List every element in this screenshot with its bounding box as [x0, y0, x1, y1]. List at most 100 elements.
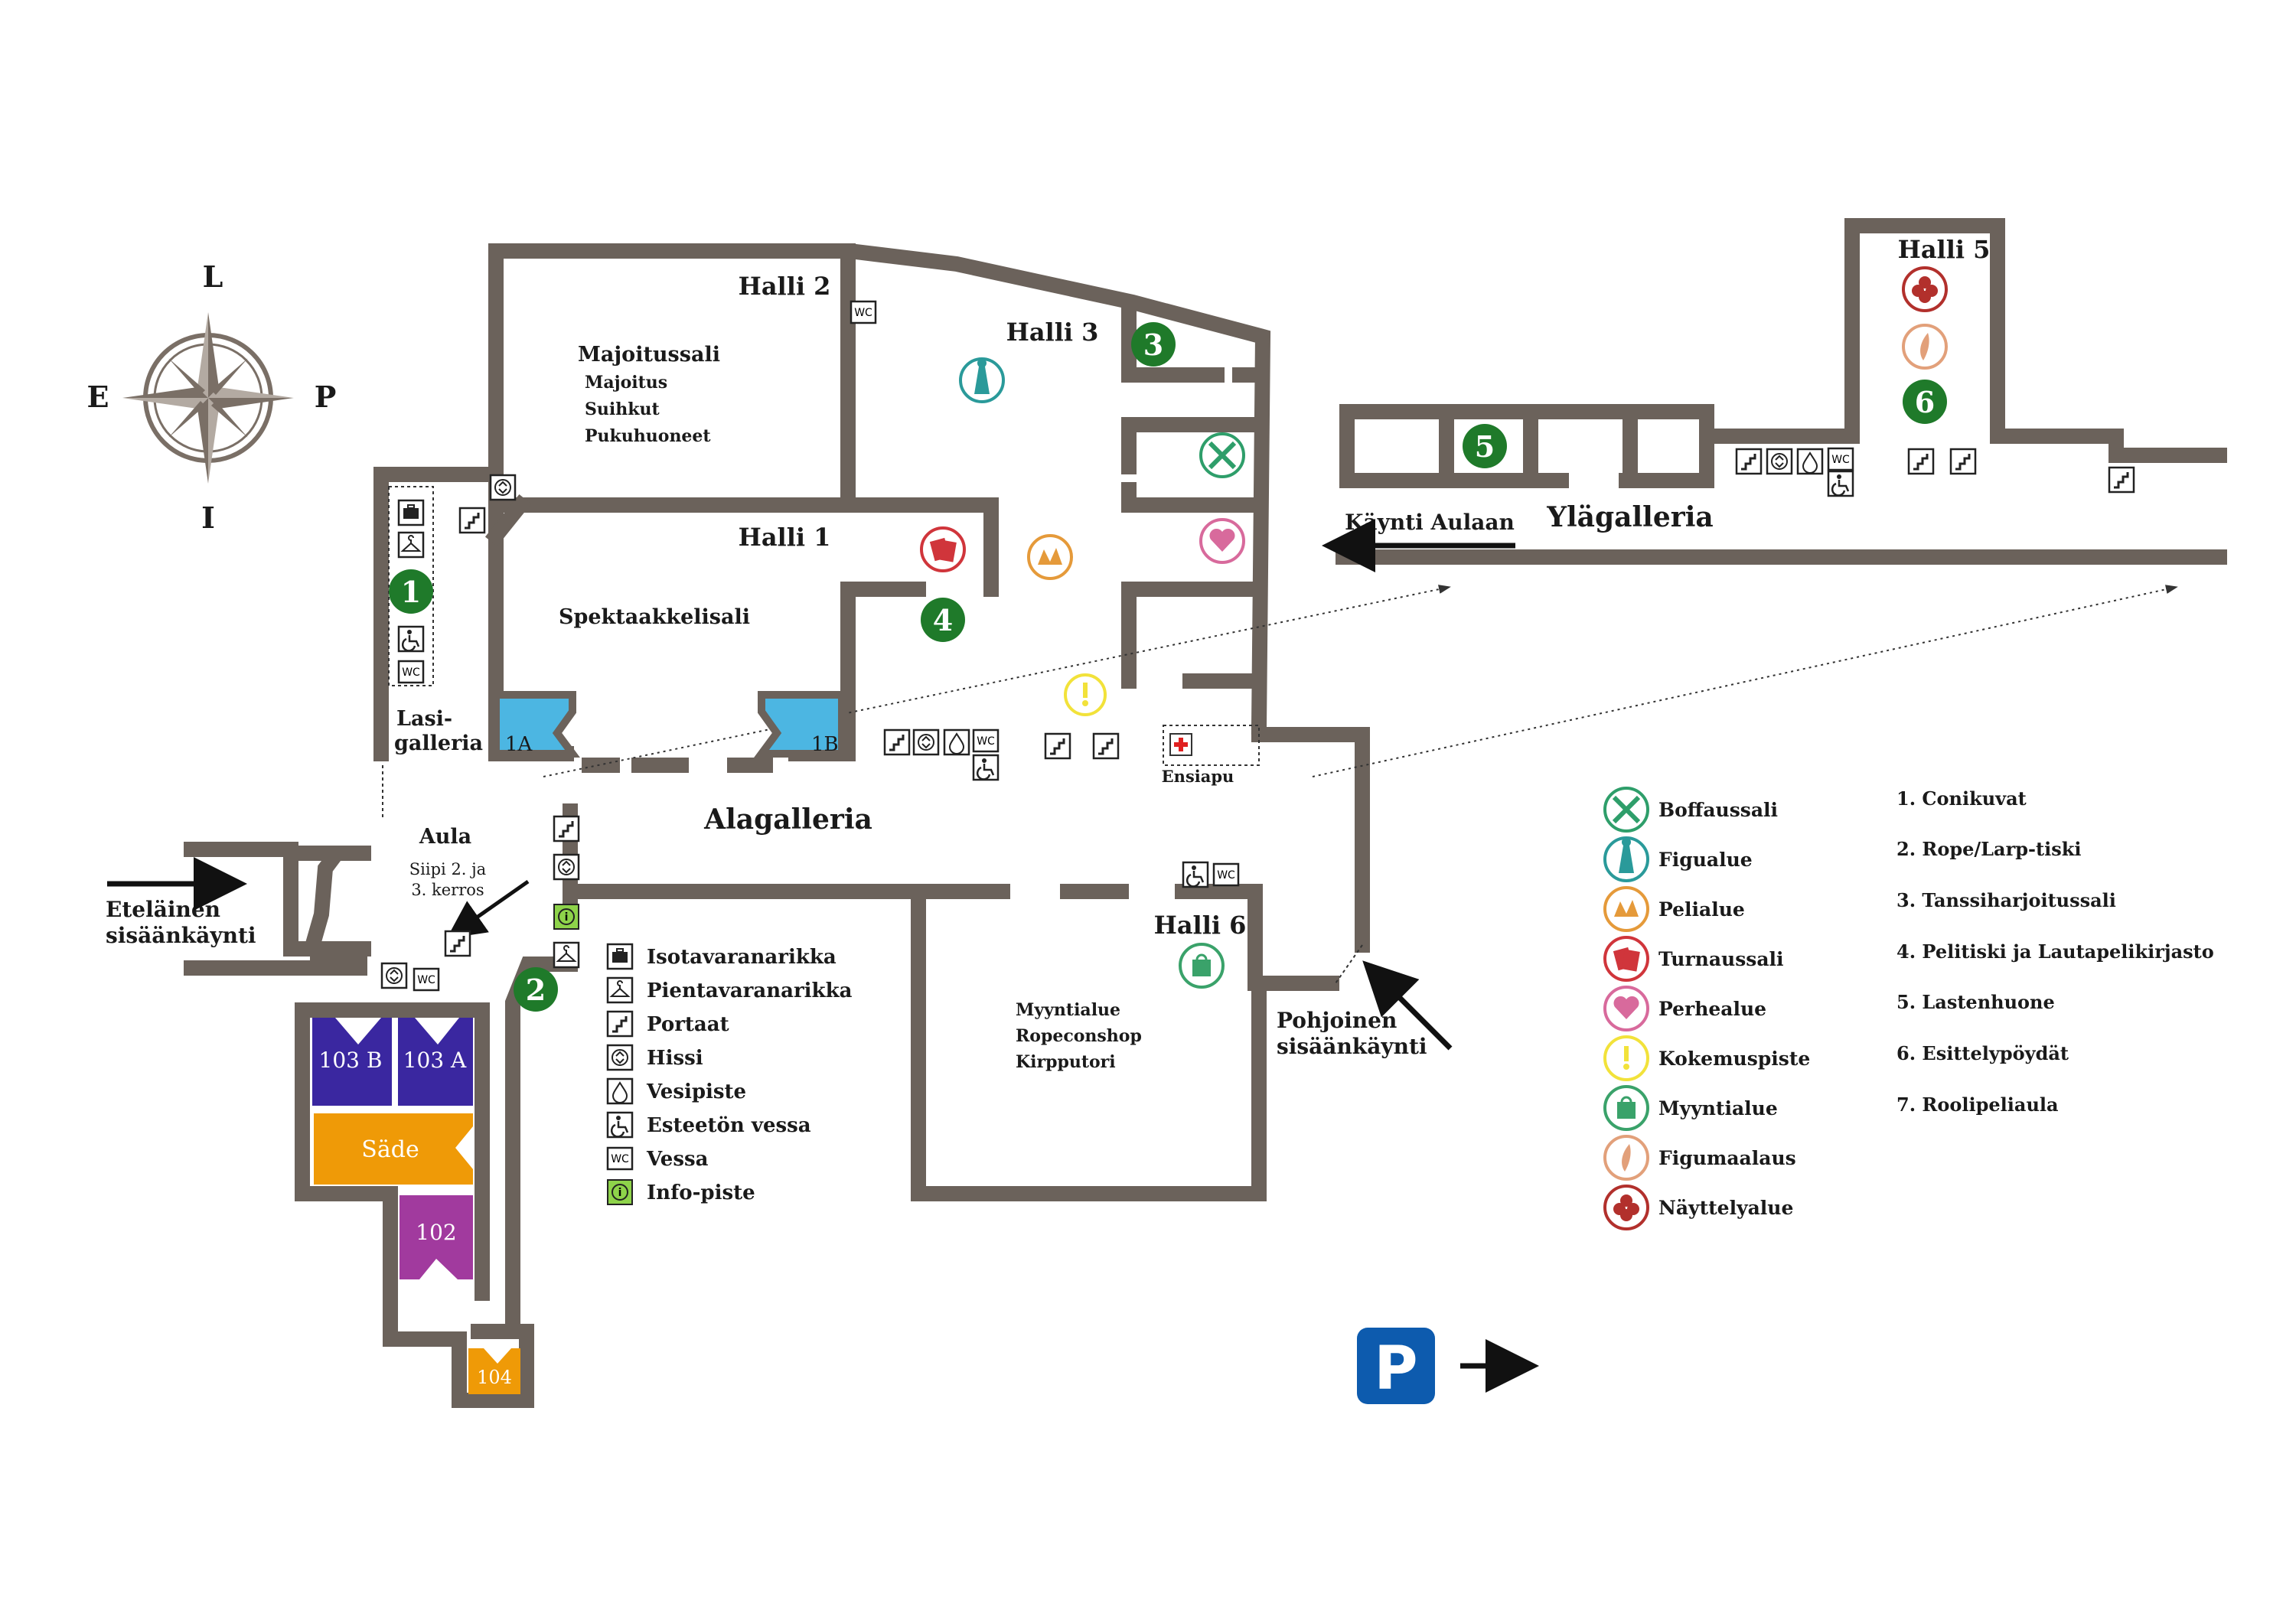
kokemuspiste-icon	[1603, 1035, 1649, 1081]
legend-label: Portaat	[647, 1013, 729, 1036]
stairs-icon	[444, 930, 471, 957]
room-1b-label: 1B	[811, 733, 839, 756]
halli-6-label: Halli 6	[1154, 911, 1247, 940]
legend-label: Isotavaranarikka	[647, 946, 837, 969]
room-1b[interactable]: 1B	[754, 691, 846, 758]
marker-5[interactable]: 5	[1463, 424, 1507, 468]
area-legend-label: Näyttelyalue	[1658, 1197, 1793, 1219]
hanger-icon	[397, 531, 425, 559]
wc-icon: WC	[413, 967, 440, 992]
majoitus-item: Suihkut	[585, 399, 660, 419]
wc-icon: WC	[1212, 862, 1240, 887]
room-104[interactable]: 104	[468, 1348, 520, 1394]
area-legend-label: Figumaalaus	[1658, 1147, 1796, 1169]
numbered-legend-item: 4. Pelitiski ja Lautapelikirjasto	[1896, 940, 2214, 963]
lasigalleria-label: Lasi-	[396, 707, 452, 731]
stairs-icon	[606, 1010, 634, 1038]
marker-1-label: 1	[401, 575, 421, 609]
hanger-icon	[553, 941, 580, 969]
wc-icon: WC	[972, 728, 1000, 753]
area-legend: Boffaussali Figualue Pelialue Turnaussal…	[1603, 787, 1810, 1230]
numbered-legend-item: 7. Roolipeliaula	[1896, 1093, 2059, 1116]
room-103b[interactable]: 103 B	[312, 1018, 392, 1106]
myyntialue-icon	[1603, 1085, 1649, 1131]
figualue-icon	[1603, 836, 1649, 882]
numbered-legend-item: 2. Rope/Larp-tiski	[1896, 838, 2081, 860]
wheelchair-icon	[972, 754, 1000, 781]
pelialue-icon	[1027, 534, 1073, 580]
halli6-item: Myyntialue	[1016, 1000, 1120, 1020]
boffaussali-icon	[1603, 787, 1649, 833]
stairs-icon	[553, 815, 580, 842]
wc-icon: WC	[397, 660, 425, 684]
area-legend-label: Kokemuspiste	[1658, 1048, 1810, 1070]
room-102-label: 102	[416, 1220, 456, 1245]
parking-label: P	[1374, 1335, 1417, 1403]
ensiapu-label: Ensiapu	[1162, 767, 1234, 786]
direction-arrows	[107, 519, 1539, 1393]
wc-icon: WC	[1827, 447, 1854, 471]
marker-2-label: 2	[526, 973, 546, 1007]
boffaussali-icon	[1199, 432, 1245, 478]
room-sade[interactable]: Säde	[314, 1113, 473, 1185]
etelainen-label: Eteläinen	[106, 897, 220, 922]
room-104-label: 104	[477, 1367, 512, 1388]
numbered-markers[interactable]: 1 2 3 4 5 6	[389, 322, 1947, 1012]
pohjoinen-label: sisäänkäynti	[1277, 1034, 1427, 1059]
stairs-icon	[883, 728, 911, 756]
svg-text:WC: WC	[611, 1153, 629, 1165]
info-icon: i	[553, 904, 579, 930]
room-102[interactable]: 102	[400, 1195, 473, 1279]
siipi-label: 3. kerros	[411, 881, 484, 899]
marker-5-label: 5	[1475, 429, 1495, 464]
stairs-icon	[1735, 448, 1763, 475]
stairs-icon	[1092, 732, 1120, 760]
luggage-icon	[606, 943, 634, 970]
area-icons	[920, 266, 1948, 989]
parking-sign[interactable]: P	[1357, 1328, 1435, 1404]
room-103a-label: 103 A	[403, 1048, 467, 1073]
svg-text:WC: WC	[402, 666, 420, 679]
perspective-lines	[543, 585, 2178, 777]
svg-text:WC: WC	[977, 735, 995, 748]
room-1a[interactable]: 1A	[492, 691, 580, 758]
wc-icon: WC	[606, 1146, 634, 1171]
turnaussali-icon	[920, 526, 966, 572]
marker-1[interactable]: 1	[389, 569, 433, 614]
area-legend-label: Pelialue	[1658, 898, 1745, 921]
walls	[184, 218, 2227, 1408]
luggage-icon	[397, 499, 425, 526]
room-103a[interactable]: 103 A	[398, 1018, 473, 1106]
marker-2[interactable]: 2	[514, 967, 558, 1012]
compass-rose-icon	[122, 312, 294, 484]
numbered-legend: 1. Conikuvat 2. Rope/Larp-tiski 3. Tanss…	[1896, 787, 2214, 1116]
naytyelyalue-icon	[1902, 266, 1948, 312]
svg-text:WC: WC	[854, 307, 872, 319]
halli-5-label: Halli 5	[1898, 235, 1991, 264]
pohjoinen-label: Pohjoinen	[1277, 1008, 1397, 1033]
numbered-legend-item: 5. Lastenhuone	[1896, 991, 2055, 1013]
room-103b-label: 103 B	[319, 1048, 383, 1073]
legend-label: Esteetön vessa	[647, 1114, 811, 1137]
marker-3-label: 3	[1143, 328, 1163, 362]
wc-icon: WC	[850, 300, 877, 324]
pelialue-icon	[1603, 886, 1649, 932]
legend-label: Vesipiste	[646, 1080, 746, 1103]
compass-west: E	[87, 380, 109, 414]
majoitus-item: Majoitus	[585, 373, 667, 393]
etelainen-label: sisäänkäynti	[106, 923, 256, 948]
svg-text:i: i	[565, 911, 569, 924]
marker-4[interactable]: 4	[921, 598, 965, 642]
info-icon: i	[607, 1179, 633, 1205]
marker-6[interactable]: 6	[1903, 380, 1947, 424]
kaynti-aulaan-label: Käynti Aulaan	[1345, 510, 1515, 535]
elevator-icon	[1766, 448, 1793, 475]
facility-icons: WC WC i WC WC WC WC	[380, 300, 2135, 992]
compass-east: P	[315, 380, 337, 414]
marker-3[interactable]: 3	[1131, 322, 1176, 367]
north-entrance-arrow-icon	[1362, 960, 1453, 1051]
naytyelyalue-icon	[1603, 1185, 1649, 1230]
legend-label: Info-piste	[647, 1181, 755, 1204]
svg-text:WC: WC	[417, 974, 435, 986]
